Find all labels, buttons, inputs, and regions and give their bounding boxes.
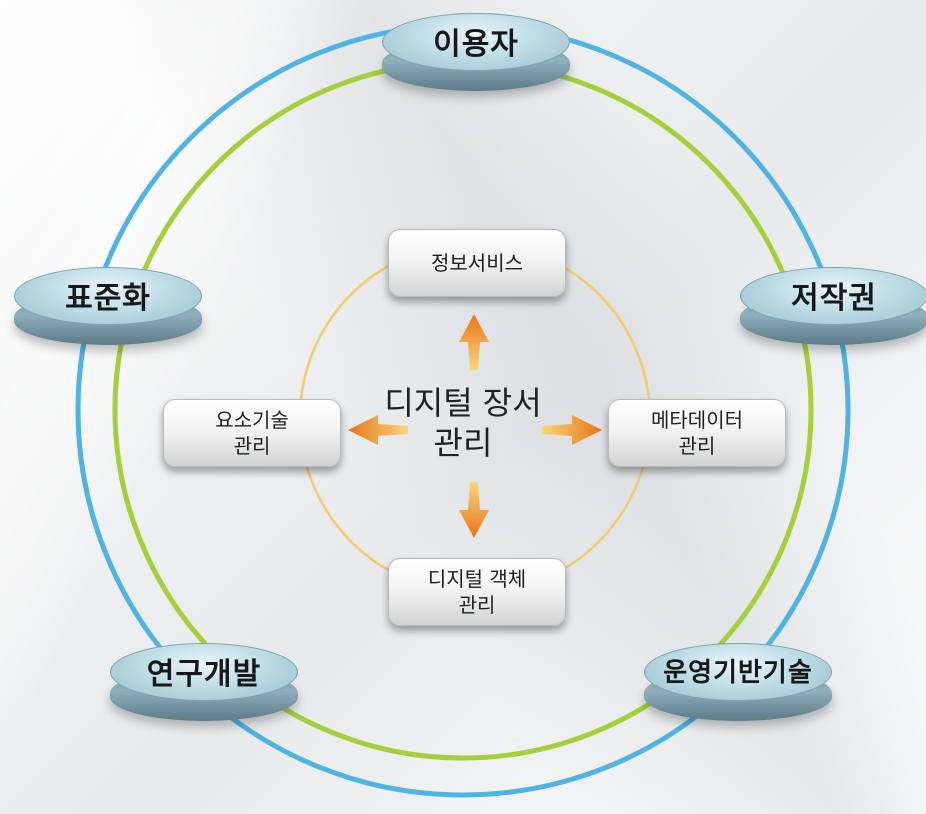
box-information-service: 정보서비스	[388, 229, 566, 297]
box-element-technology-line2: 관리	[233, 434, 271, 458]
center-label: 디지털 장서 관리	[363, 383, 563, 463]
box-metadata-line1: 메타데이터	[651, 408, 743, 432]
node-copyright: 저작권	[740, 267, 926, 359]
box-metadata-line2: 관리	[678, 434, 716, 458]
box-information-service-label: 정보서비스	[431, 251, 523, 275]
node-research-development-label: 연구개발	[146, 657, 262, 692]
node-research-development: 연구개발	[110, 643, 298, 735]
box-digital-object-line1: 디지털 객체	[427, 567, 527, 591]
box-digital-object: 디지털 객체 관리	[388, 558, 566, 626]
box-element-technology: 요소기술 관리	[163, 399, 341, 467]
node-operation-infrastructure-label: 운영기반기술	[663, 658, 813, 688]
center-label-line1: 디지털 장서	[384, 384, 542, 422]
arrow-right	[542, 415, 602, 445]
arrow-down	[459, 482, 489, 538]
node-standardization: 표준화	[14, 267, 202, 359]
node-user-label: 이용자	[433, 27, 519, 62]
node-operation-infrastructure: 운영기반기술	[644, 643, 832, 735]
box-digital-object-line2: 관리	[458, 593, 496, 617]
arrow-up	[459, 314, 489, 370]
box-metadata: 메타데이터 관리	[608, 399, 786, 467]
box-element-technology-line1: 요소기술	[215, 408, 289, 432]
center-label-line2: 관리	[433, 424, 493, 462]
arrow-left	[348, 415, 408, 445]
node-copyright-label: 저작권	[791, 281, 877, 316]
node-user: 이용자	[382, 13, 570, 105]
node-standardization-label: 표준화	[65, 281, 151, 316]
